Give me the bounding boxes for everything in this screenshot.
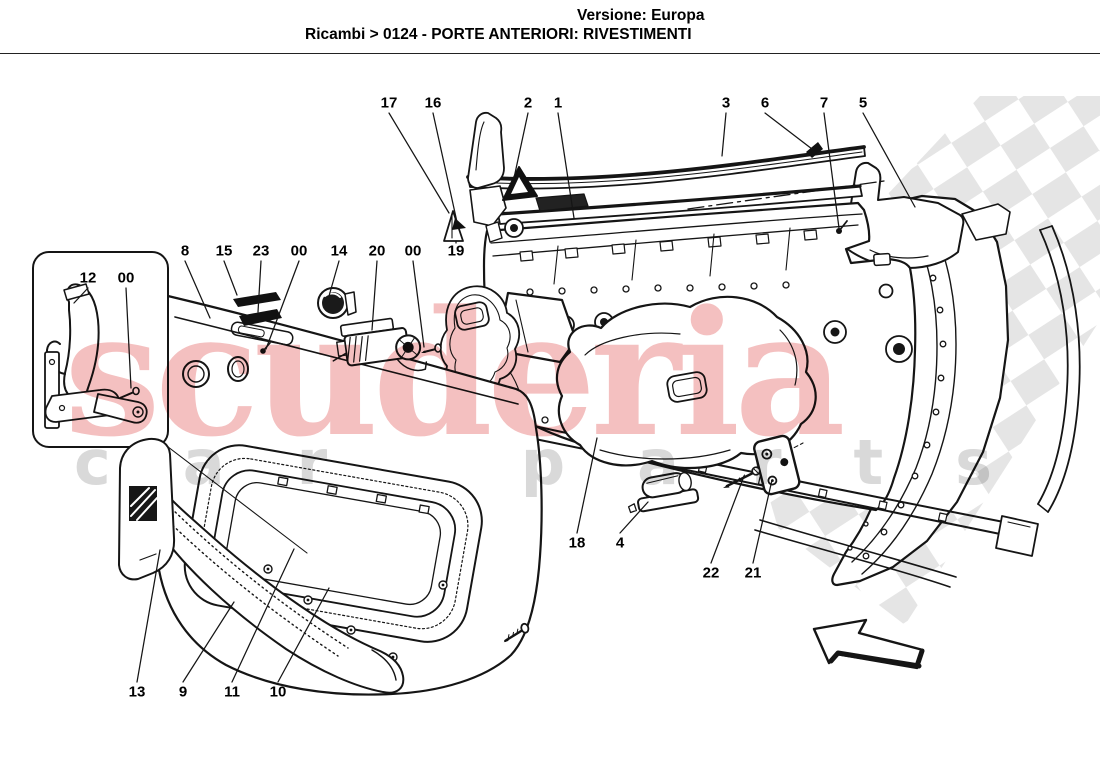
leader-line-7 (823, 112, 840, 229)
breadcrumb: Ricambi > 0124 - PORTE ANTERIORI: RIVEST… (305, 26, 692, 43)
handle-detail-box (32, 251, 169, 448)
part-lower-armrest-panel (148, 485, 405, 694)
direction-arrow (812, 618, 925, 670)
part-lock-knob (317, 287, 357, 319)
leader-line-11 (231, 548, 295, 683)
leader-line-10 (277, 587, 330, 683)
leader-line-15 (223, 260, 238, 296)
leader-line-2 (513, 112, 529, 179)
leader-line-23 (257, 260, 262, 313)
header-divider (0, 53, 1100, 54)
handle-screw (118, 386, 140, 399)
leader-line-16 (432, 112, 458, 223)
corner-trim-pieces (443, 111, 538, 243)
door-outer-skin-edge (1037, 225, 1081, 513)
part-16-pointer (452, 218, 466, 230)
leader-line-00 (125, 287, 132, 389)
mirror-gasket (439, 285, 521, 401)
leader-line-3 (721, 112, 727, 157)
leader-line-9 (182, 601, 235, 683)
leader-line-21 (752, 479, 773, 564)
part-courtesy-light (627, 471, 700, 514)
part-inner-waist-rail (496, 184, 863, 225)
strip-end-cap (806, 142, 823, 158)
part-screw-22 (723, 466, 761, 488)
part-sail-panel (118, 437, 176, 581)
panel-screw-right (421, 343, 442, 353)
leader-line-8 (184, 260, 211, 319)
leader-lines (73, 112, 916, 683)
leader-line-00 (265, 260, 300, 350)
part-latch-bracket (753, 434, 801, 496)
leader-line-20 (371, 260, 378, 331)
trim-fixing-screw (503, 622, 530, 643)
leader-line-1 (557, 112, 575, 219)
leader-line-18 (576, 437, 598, 534)
speaker-grille-upper (233, 292, 281, 307)
leader-line-6 (764, 112, 813, 150)
leader-line-00 (412, 260, 425, 348)
part-insulation-pad (555, 295, 817, 470)
version-label: Versione: Europa (577, 7, 705, 24)
leader-line-14 (328, 260, 340, 297)
leader-line-12 (73, 287, 89, 304)
leader-line-13 (136, 549, 161, 683)
leader-line-17 (388, 112, 450, 214)
leader-line-22 (710, 475, 745, 564)
part-door-lock (332, 317, 428, 372)
clip-screw-7 (836, 220, 848, 234)
speaker-grille-lower (239, 309, 282, 326)
leader-line-5 (862, 112, 916, 208)
leader-line-4 (619, 501, 649, 534)
